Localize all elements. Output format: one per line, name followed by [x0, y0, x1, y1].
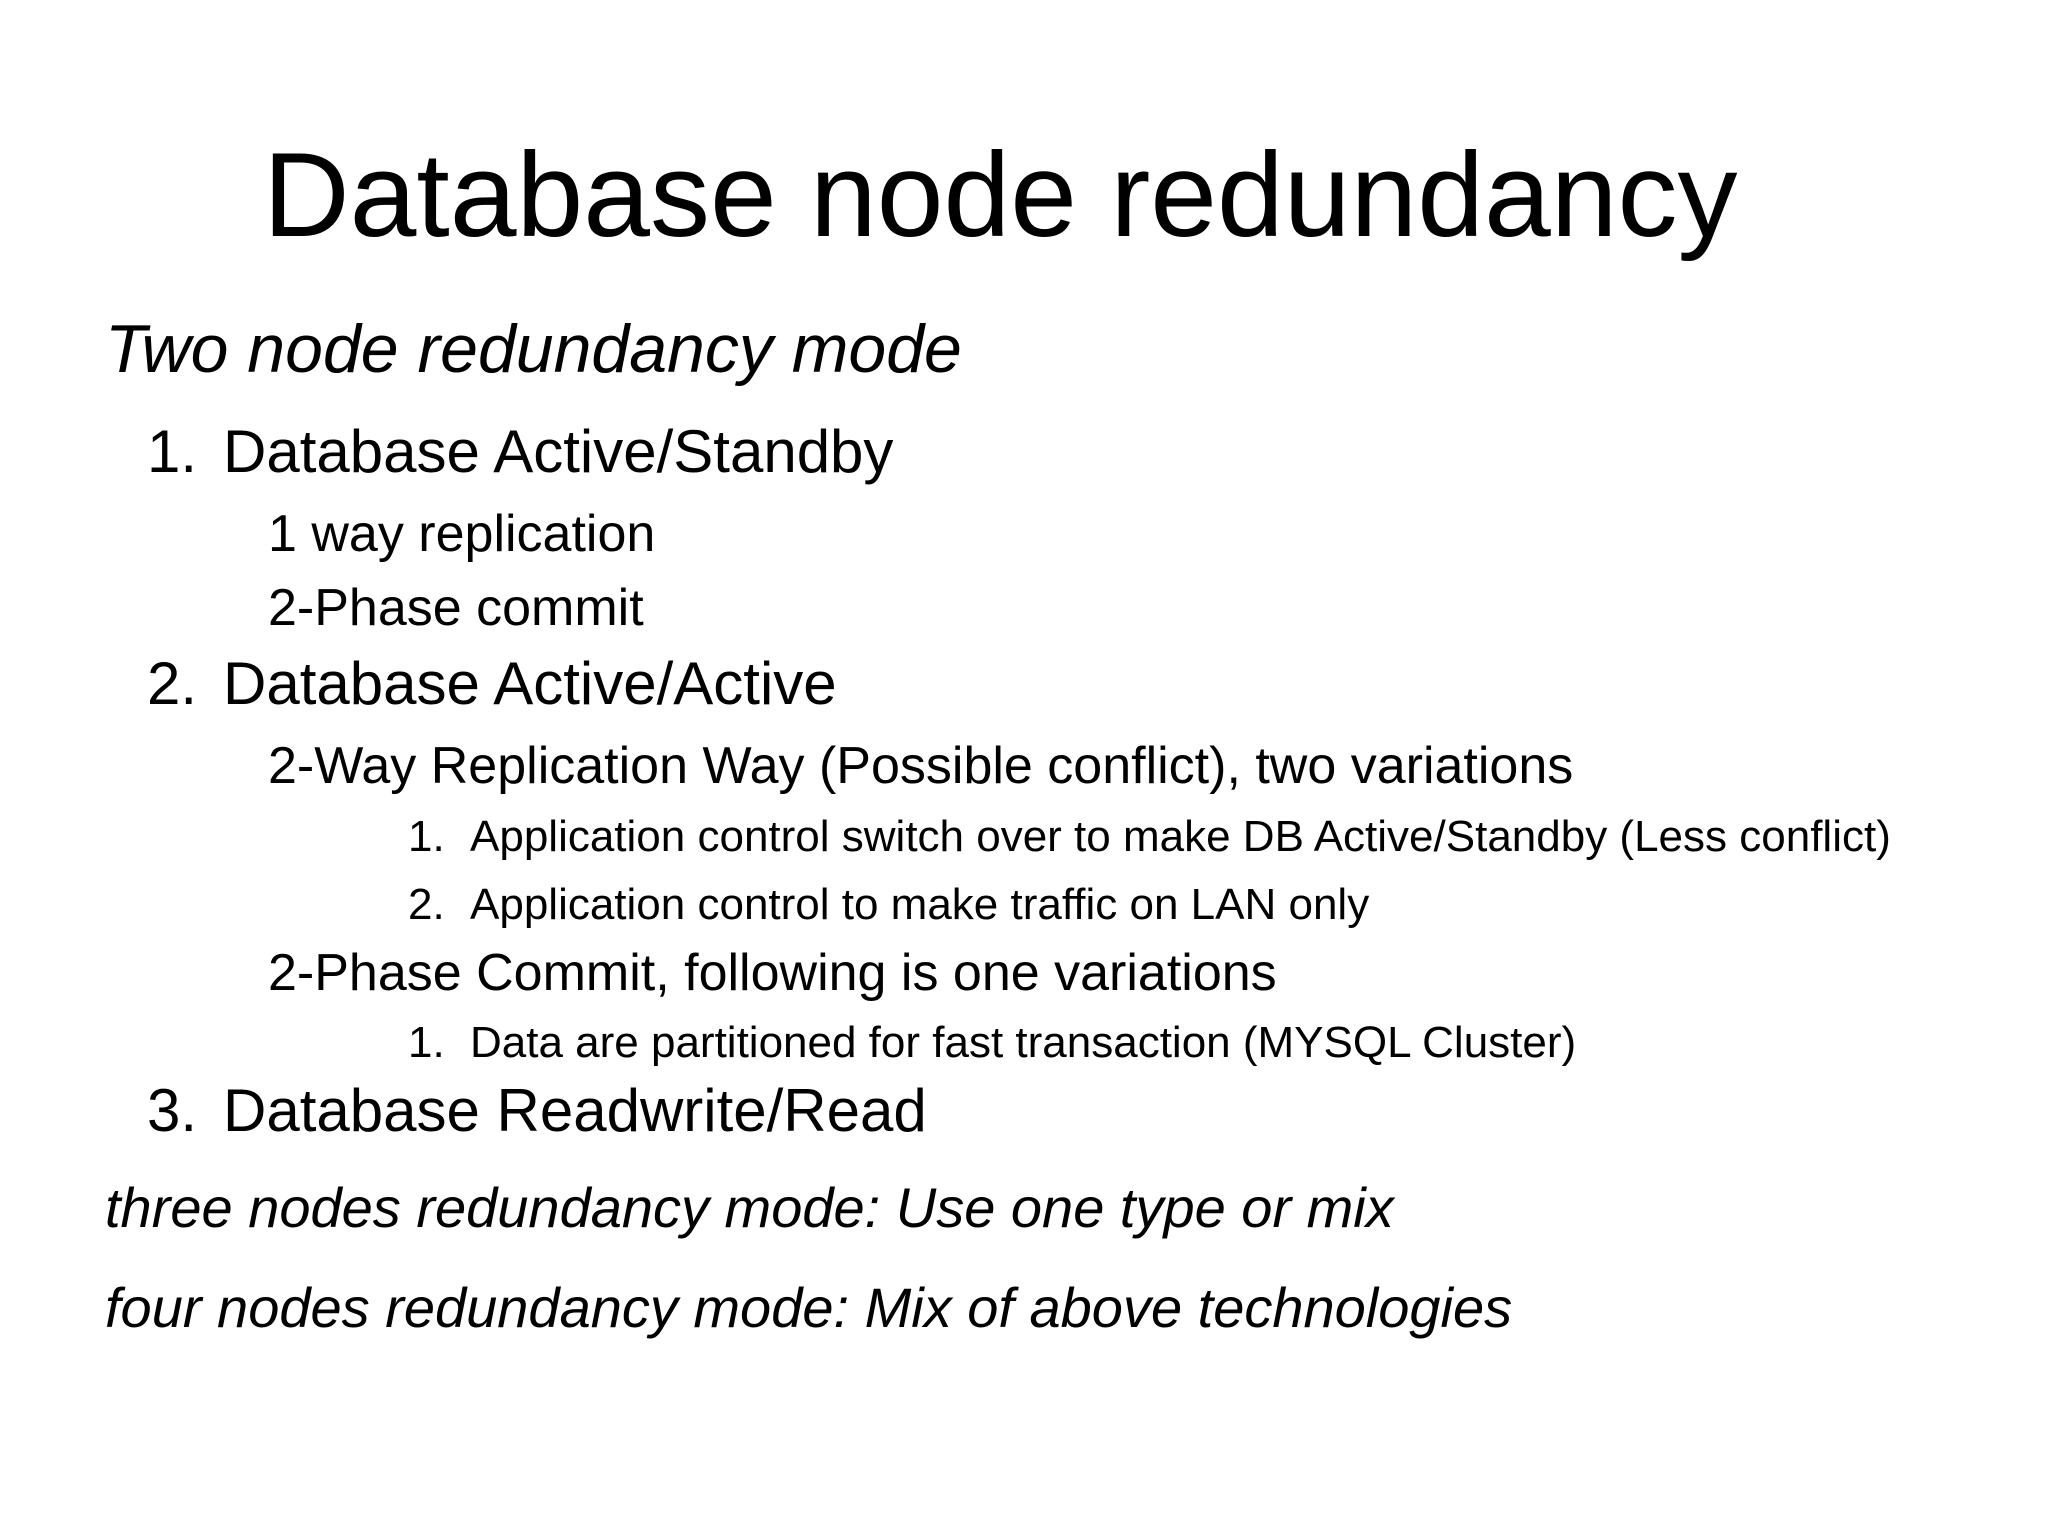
outline-item-1: 1.Database Active/Standby: [147, 422, 893, 482]
outline-item-2-sub-2-variation-1: 1. Data are partitioned for fast transact…: [408, 1021, 1576, 1065]
item-label: Database Active/Active: [223, 650, 837, 717]
item-label: Application control switch over to make …: [470, 812, 1891, 861]
outline-item-3: 3.Database Readwrite/Read: [147, 1081, 927, 1141]
item-label: Database Active/Standby: [223, 418, 894, 485]
item-label: Data are partitioned for fast transactio…: [470, 1018, 1577, 1067]
item-number: 1.: [147, 418, 198, 485]
outline-item-1-sub-1: 1 way replication: [268, 505, 656, 563]
item-number: 1.: [408, 812, 445, 861]
closing-line-four-nodes: four nodes redundancy mode: Mix of above…: [105, 1276, 1513, 1339]
outline-item-1-sub-2: 2-Phase commit: [268, 579, 644, 637]
item-number: 2.: [147, 650, 198, 717]
item-number: 2.: [408, 880, 445, 929]
item-label: Database Readwrite/Read: [223, 1077, 927, 1144]
outline-item-2-sub-1-variation-1: 1. Application control switch over to mak…: [408, 815, 1891, 859]
slide-title: Database node redundancy: [263, 128, 1738, 262]
closing-line-three-nodes: three nodes redundancy mode: Use one typ…: [105, 1176, 1394, 1239]
outline-item-2: 2.Database Active/Active: [147, 654, 837, 714]
item-number: 3.: [147, 1077, 198, 1144]
item-number: 1.: [408, 1018, 445, 1067]
outline-item-2-sub-2: 2-Phase Commit, following is one variati…: [268, 944, 1277, 1002]
outline-item-2-sub-1: 2-Way Replication Way (Possible conflict…: [268, 737, 1574, 795]
intro-heading: Two node redundancy mode: [105, 311, 962, 387]
outline-item-2-sub-1-variation-2: 2. Application control to make traffic on…: [408, 883, 1369, 927]
item-label: Application control to make traffic on L…: [470, 880, 1370, 929]
